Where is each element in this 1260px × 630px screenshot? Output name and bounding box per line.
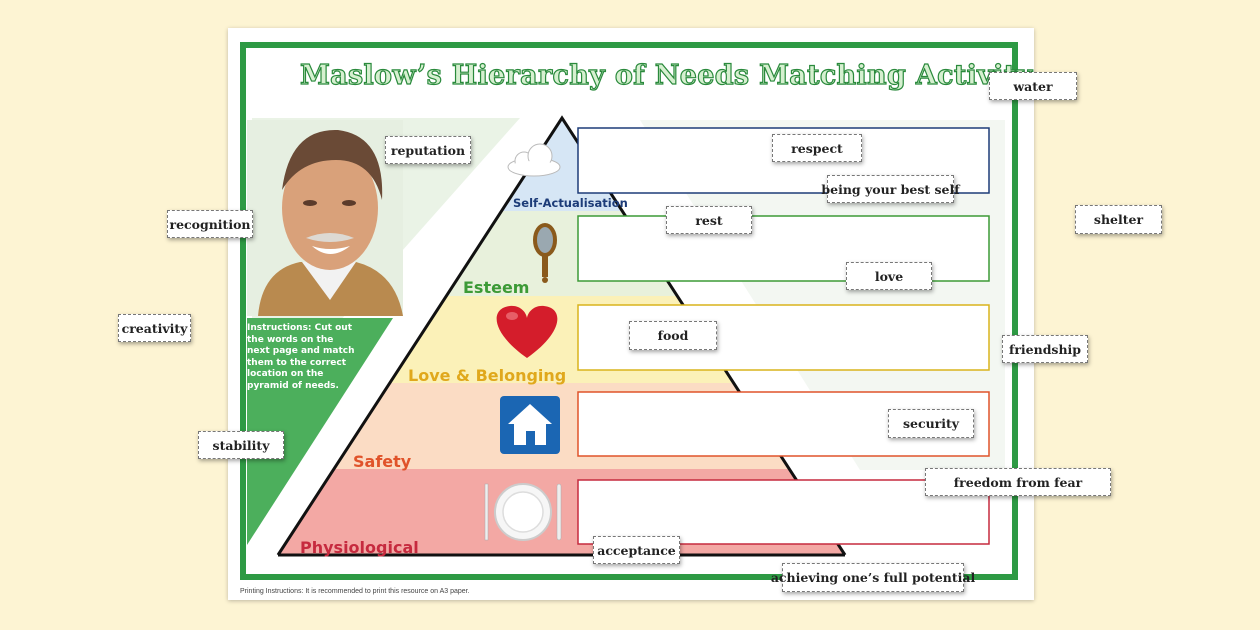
level-label-love-belonging: Love & Belonging (408, 366, 567, 385)
printing-note: Printing Instructions: It is recommended… (240, 588, 470, 595)
card-freedom-from-fear[interactable]: freedom from fear (925, 468, 1111, 496)
level-label-esteem: Esteem (463, 278, 530, 297)
instruction-panel (247, 318, 393, 545)
house-icon (500, 396, 560, 454)
card-stability[interactable]: stability (198, 431, 284, 459)
card-water[interactable]: water (989, 72, 1077, 100)
card-food[interactable]: food (629, 321, 717, 350)
answer-box-physiological[interactable] (577, 479, 990, 545)
maslow-portrait (247, 120, 403, 316)
card-shelter[interactable]: shelter (1075, 205, 1162, 234)
card-achieving-full-potential[interactable]: achieving one’s full potential (771, 563, 975, 592)
level-label-safety: Safety (353, 452, 412, 471)
card-respect[interactable]: respect (772, 134, 862, 162)
card-security[interactable]: security (888, 409, 974, 438)
card-friendship[interactable]: friendship (1002, 335, 1088, 363)
level-label-physiological: Physiological (300, 538, 419, 557)
card-acceptance[interactable]: acceptance (593, 536, 680, 564)
card-recognition[interactable]: recognition (167, 210, 253, 238)
instructions-text: Instructions: Cut out the words on the n… (247, 323, 355, 391)
card-rest[interactable]: rest (666, 206, 752, 234)
cloud-icon (507, 143, 561, 177)
card-being-your-best-self[interactable]: being your best self (821, 175, 960, 203)
plate-icon (484, 483, 562, 541)
page-title: Maslow’s Hierarchy of Needs Matching Act… (299, 59, 1033, 91)
mirror-icon (533, 223, 557, 283)
level-label-self-actualisation: Self-Actualisation (513, 196, 628, 210)
heart-icon (496, 305, 558, 358)
card-creativity[interactable]: creativity (118, 314, 191, 342)
card-reputation[interactable]: reputation (385, 136, 471, 164)
card-love[interactable]: love (846, 262, 932, 290)
